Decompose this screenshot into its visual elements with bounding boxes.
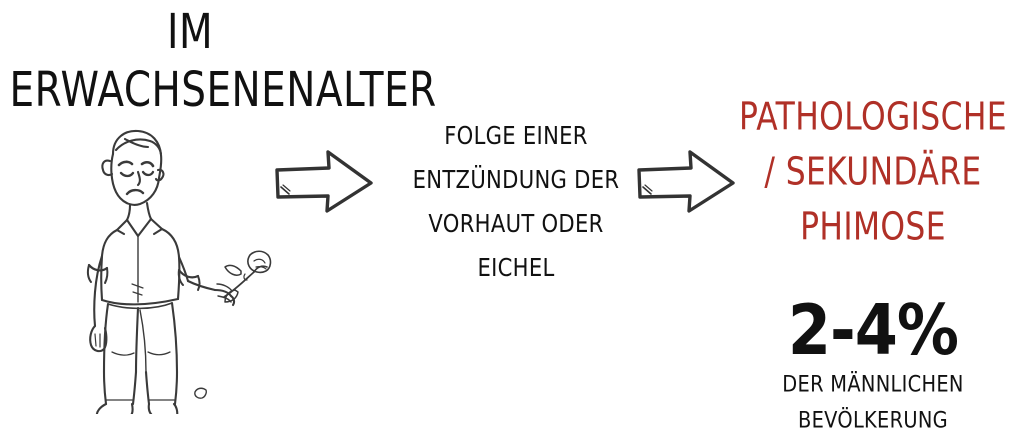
diagnosis-line-2: / SEKUNDÄRE: [764, 149, 982, 194]
statistic-value: 2-4%: [787, 289, 959, 372]
statistic-sub-line-2: BEVÖLKERUNG: [798, 406, 948, 433]
stage-left-heading: IM ERWACHSENENALTER: [0, 3, 437, 114]
cause-line-4: EICHEL: [477, 254, 555, 283]
statistic-sub-line-1: DER MÄNNLICHEN: [782, 370, 964, 397]
cause-line-2: ENTZÜNDUNG DER: [412, 166, 620, 195]
cause-line-3: VORHAUT ODER: [428, 210, 604, 239]
cause-text-block: FOLGE EINER ENTZÜNDUNG DER VORHAUT ODER …: [392, 122, 640, 283]
diagnosis-text-block: PATHOLOGISCHE / SEKUNDÄRE PHIMOSE: [722, 94, 1024, 249]
heading-line-2: ERWACHSENENALTER: [9, 61, 437, 118]
statistic-block: 2-4% DER MÄNNLICHEN BEVÖLKERUNG: [722, 289, 1024, 433]
diagnosis-line-3: PHIMOSE: [800, 204, 946, 249]
heading-line-1: IM: [166, 3, 214, 60]
diagnosis-line-1: PATHOLOGISCHE: [739, 94, 1007, 139]
arrow-right-icon-1: [272, 146, 376, 218]
cause-line-1: FOLGE EINER: [444, 122, 588, 151]
sad-man-with-rose-illustration: [72, 124, 272, 414]
arrow-right-icon-2: [634, 146, 738, 218]
